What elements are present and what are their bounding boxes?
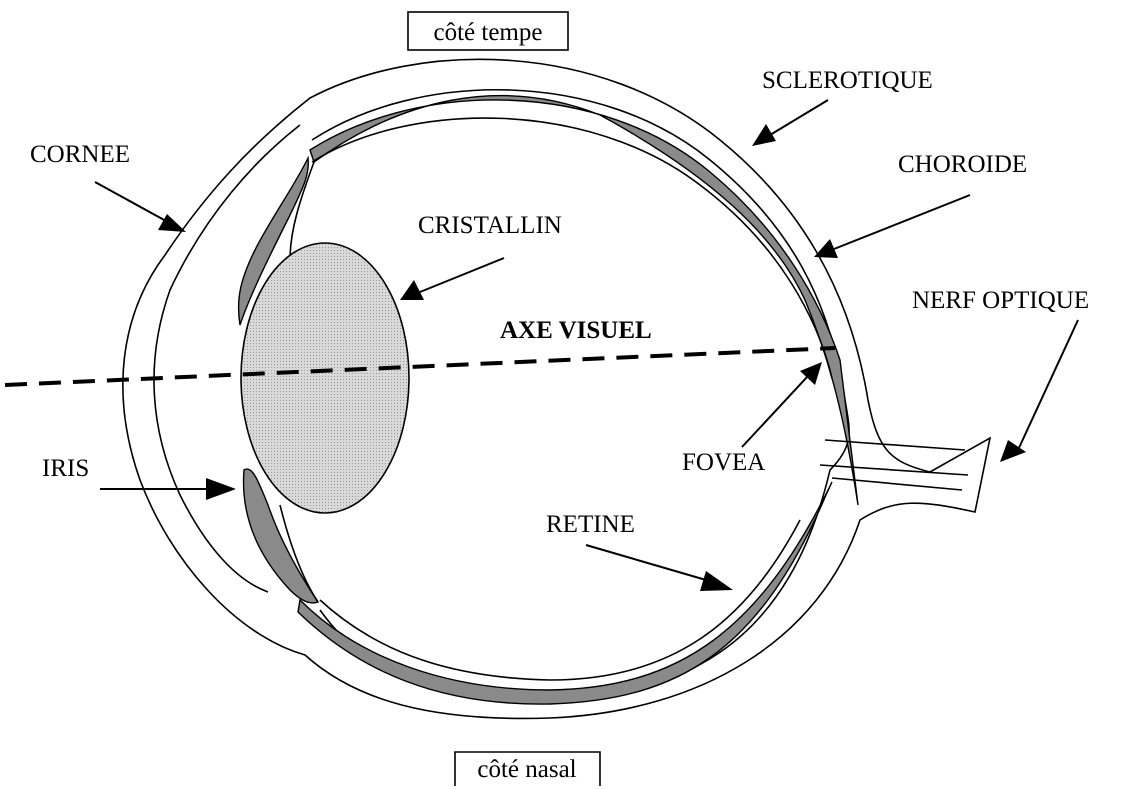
nasal-side-label: côté nasal — [477, 756, 576, 783]
sclera-label: SCLEROTIQUE — [762, 67, 933, 94]
retina-line-lower — [320, 520, 800, 680]
cornea-label: CORNEE — [30, 141, 130, 168]
choroid-label: CHOROIDE — [898, 151, 1027, 178]
iris-label: IRIS — [42, 455, 89, 482]
lens-arrow — [400, 258, 504, 300]
retina-arrow — [586, 545, 733, 591]
optic-nerve-arrow — [1000, 320, 1078, 462]
cornea-arrow — [95, 182, 186, 232]
retina-label: RETINE — [546, 511, 635, 538]
sclera-arrow — [752, 100, 828, 146]
lens-shape — [241, 243, 409, 513]
lens-label: CRISTALLIN — [418, 212, 562, 239]
optic-nerve-label: NERF OPTIQUE — [912, 287, 1089, 314]
iris-arrow — [100, 478, 236, 500]
choroid-arrow — [814, 195, 970, 258]
temple-side-label: côté tempe — [434, 19, 543, 46]
fovea-label: FOVEA — [682, 449, 765, 476]
optic-nerve-fibers — [820, 440, 968, 490]
visual-axis-label: AXE VISUEL — [500, 317, 652, 344]
fovea-arrow — [742, 362, 822, 447]
visual-axis-line — [5, 348, 835, 385]
